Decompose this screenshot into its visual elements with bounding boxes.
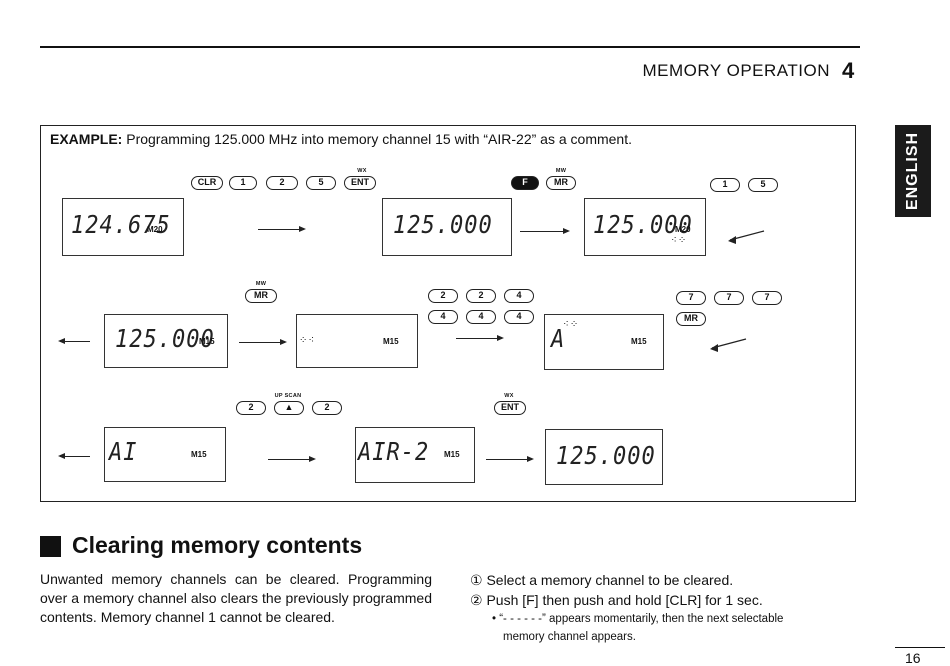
arrow-left [58,453,90,459]
four-key: 4 [428,310,458,324]
lcd-text: AIR-2 [358,438,430,467]
header-rule [40,46,860,48]
mr-key: MR [676,312,706,326]
arrow-left [58,338,90,344]
memory-indicator: M15 [444,450,460,459]
note-line-1: • “- - - - - -” appears momentarily, the… [492,613,784,625]
two-key: 2 [312,401,342,415]
language-tab: ENGLISH [895,125,931,217]
lcd-display-8: AIR-2 M15 [355,427,475,483]
section-title: Clearing memory contents [40,532,362,559]
arrow-down-left [728,230,765,244]
blink-marks: ⁖⁘ [671,235,688,246]
four-key: 4 [466,310,496,324]
arrow-right [258,226,306,232]
clr-key: CLR [191,176,223,190]
seven-key: 7 [752,291,782,305]
arrow-down-left [710,338,747,352]
memory-indicator: M15 [383,337,399,346]
mr-key: MR [245,289,277,303]
arrow-right [239,339,287,345]
example-box [40,125,856,502]
chapter-number: 4 [842,58,855,83]
memory-indicator: M20 [675,225,691,234]
lcd-display-2: 125.000 [382,198,512,256]
section-marker [40,536,61,557]
f-key: F [511,176,539,190]
five-key: 5 [306,176,336,190]
lcd-text: A [551,325,566,354]
memory-indicator: M15 [631,337,647,346]
lcd-display-4: 125.000 M15 [104,314,228,368]
lcd-display-9: 125.000 [545,429,663,485]
one-key: 1 [229,176,257,190]
header-title: MEMORY OPERATION [642,61,830,80]
example-caption: EXAMPLE: Programming 125.000 MHz into me… [50,131,632,147]
two-key: 2 [466,289,496,303]
arrow-right [268,456,316,462]
example-text: Programming 125.000 MHz into memory chan… [122,131,632,147]
ent-key: ENT [494,401,526,415]
lcd-display-7: AI M15 [104,427,226,482]
memory-indicator: M15 [199,337,215,346]
arrow-right [486,456,534,462]
arrow-right [520,228,570,234]
four-key: 4 [504,310,534,324]
wx-hint: WX [504,393,514,399]
seven-key: 7 [676,291,706,305]
two-key: 2 [236,401,266,415]
up-scan-hint: UP SCAN [274,393,302,399]
seven-key: 7 [714,291,744,305]
blink-marks: ⁖⁘ [563,319,580,330]
two-key: 2 [428,289,458,303]
lcd-text: AI [109,438,138,467]
one-key: 1 [710,178,740,192]
two-key: 2 [266,176,298,190]
lcd-digits: 125.000 [593,211,693,240]
ent-key: ENT [344,176,376,190]
lcd-display-5: ⁘⁖ M15 [296,314,418,368]
five-key: 5 [748,178,778,192]
memory-indicator: M20 [147,225,163,234]
step-2: ② Push [F] then push and hold [CLR] for … [470,592,763,608]
blink-marks: ⁘⁖ [299,335,316,346]
example-label: EXAMPLE: [50,131,123,147]
mw-hint: MW [255,281,267,287]
four-key: 4 [504,289,534,303]
memory-indicator: M15 [191,450,207,459]
mw-hint: MW [555,168,567,174]
up-key: ▲ [274,401,304,415]
lcd-digits: 125.000 [115,325,215,354]
lcd-digits: 125.000 [393,211,493,240]
section-body: Unwanted memory channels can be cleared.… [40,571,432,625]
mr-key: MR [546,176,576,190]
step-1: ① Select a memory channel to be cleared. [470,572,734,588]
note-line-2: memory channel appears. [503,631,636,643]
page-number-rule [895,647,945,648]
lcd-digits: 125.000 [556,442,656,471]
section-title-text: Clearing memory contents [72,532,363,558]
wx-hint: WX [357,168,367,174]
arrow-right [456,335,504,341]
page-number: 16 [905,650,921,666]
lcd-display-6: A ⁖⁘ M15 [544,314,664,370]
lcd-display-1: 124.675 M20 [62,198,184,256]
lcd-display-3: 125.000 M20 ⁖⁘ [584,198,706,256]
language-tab-label: ENGLISH [904,131,921,211]
lcd-digits: 124.675 [71,211,171,240]
